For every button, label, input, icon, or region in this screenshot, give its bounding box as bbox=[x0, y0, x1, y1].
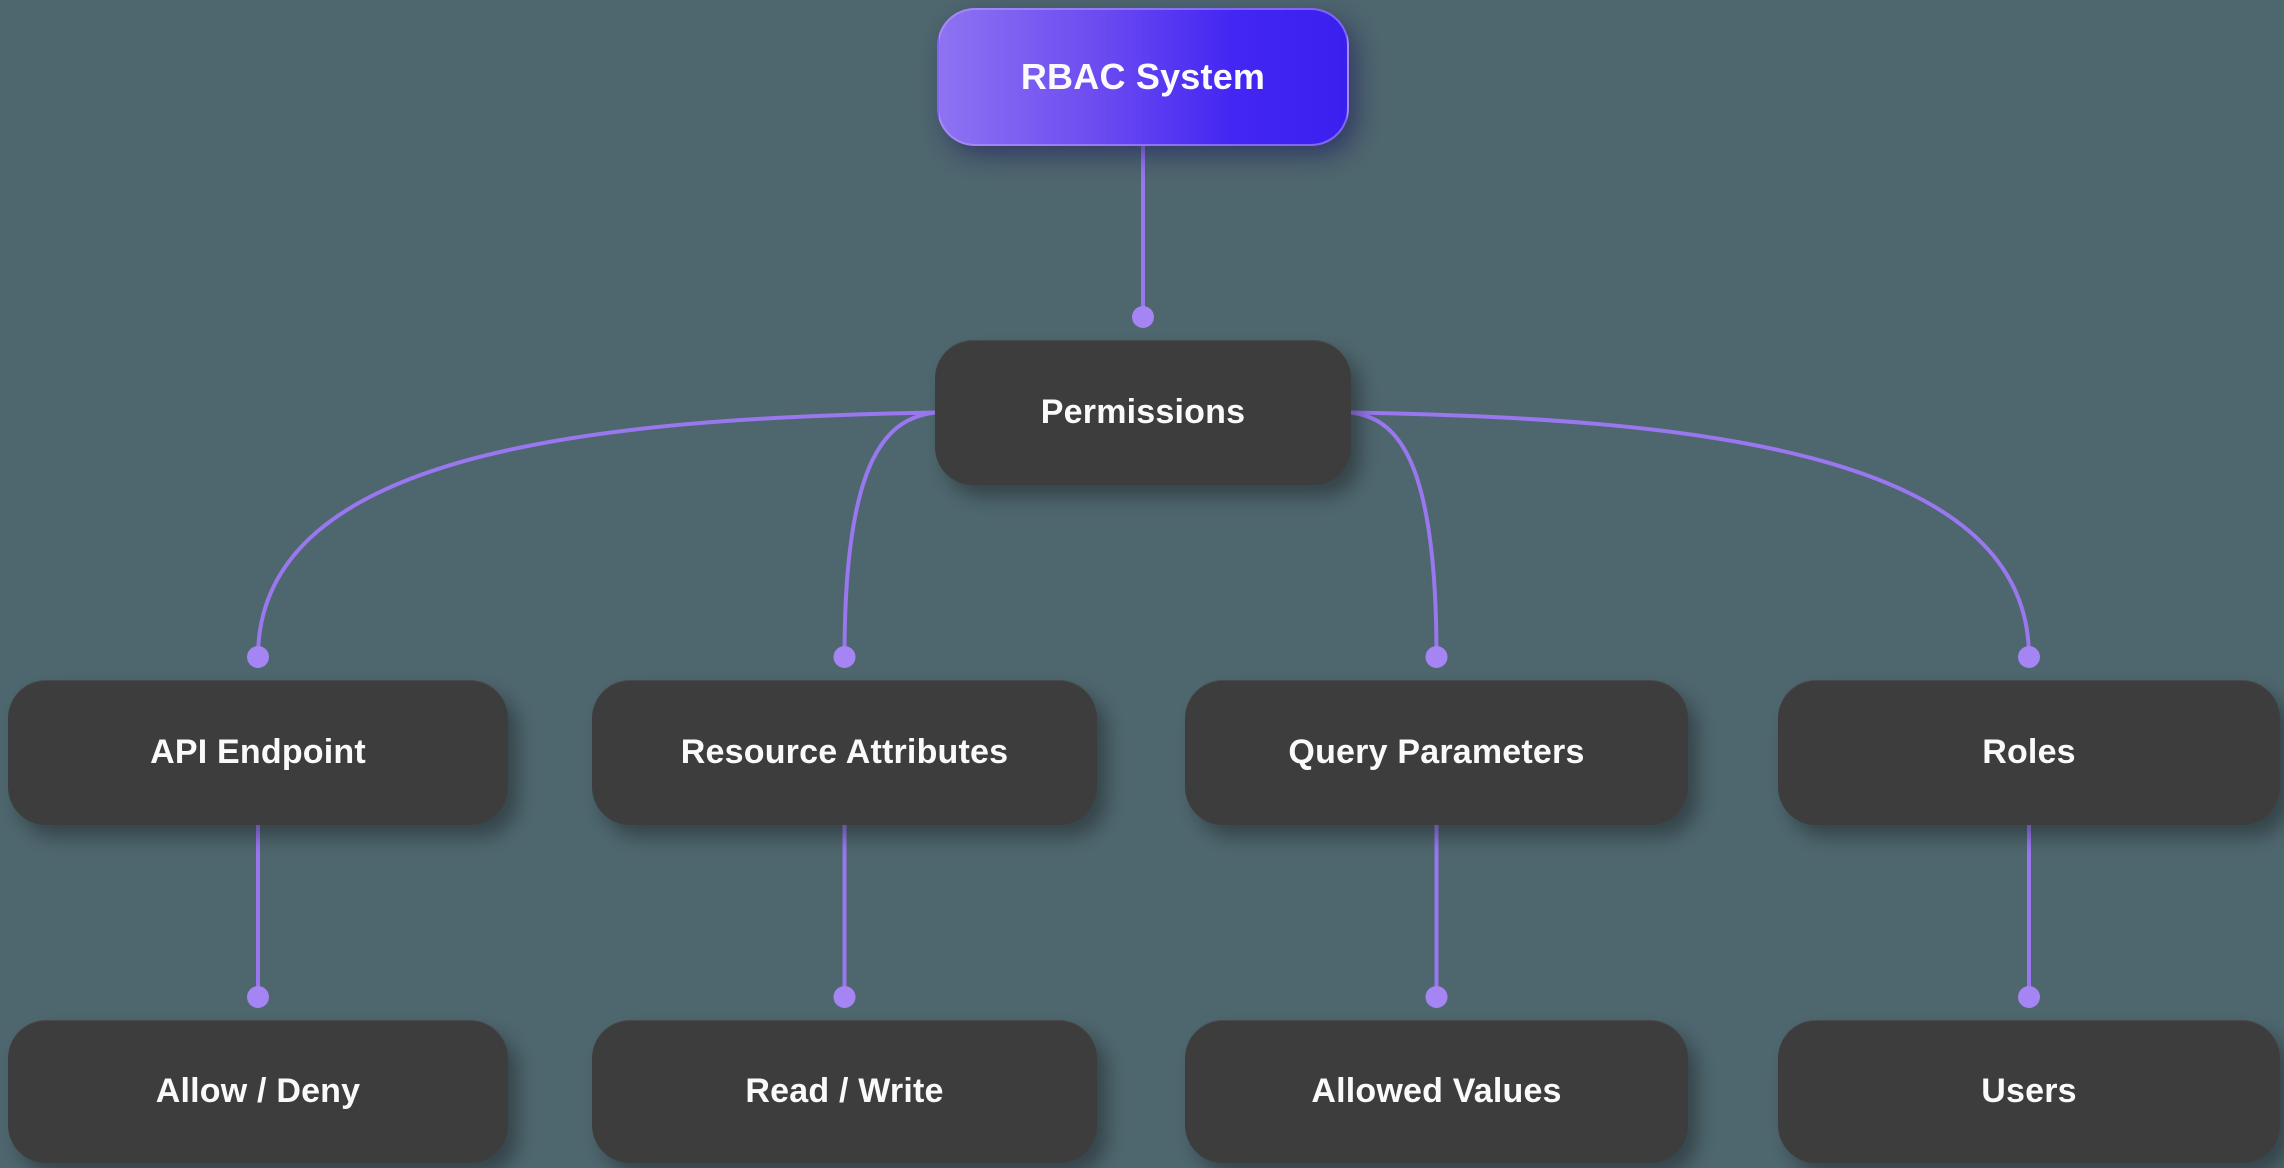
node-label: Read / Write bbox=[745, 1072, 944, 1110]
connection-dot bbox=[247, 646, 269, 668]
node-label: Allow / Deny bbox=[155, 1072, 361, 1110]
edge-permissions-query bbox=[1350, 410, 1439, 658]
edge-permissions-api bbox=[256, 410, 936, 658]
connection-dot bbox=[833, 986, 856, 1008]
node-permissions[interactable]: Permissions bbox=[935, 340, 1351, 485]
node-label: RBAC System bbox=[1020, 56, 1266, 97]
connection-dot bbox=[2018, 646, 2040, 668]
connection-dot bbox=[833, 646, 856, 668]
node-label: Resource Attributes bbox=[680, 733, 1009, 771]
node-resource-attributes[interactable]: Resource Attributes bbox=[592, 680, 1097, 825]
node-label: Roles bbox=[1982, 733, 2076, 771]
node-label: API Endpoint bbox=[150, 733, 366, 771]
node-label: Users bbox=[1981, 1072, 2077, 1110]
node-users[interactable]: Users bbox=[1778, 1020, 2280, 1163]
connection-dot bbox=[1425, 986, 1448, 1008]
node-read-write[interactable]: Read / Write bbox=[592, 1020, 1097, 1163]
edge-permissions-resource bbox=[842, 410, 936, 658]
connection-dot bbox=[247, 986, 269, 1008]
edge-permissions-roles bbox=[1350, 410, 2031, 658]
node-label: Permissions bbox=[1040, 393, 1246, 431]
node-api-endpoint[interactable]: API Endpoint bbox=[8, 680, 508, 825]
connection-dot bbox=[2018, 986, 2040, 1008]
node-allowed-values[interactable]: Allowed Values bbox=[1185, 1020, 1688, 1163]
node-allow-deny[interactable]: Allow / Deny bbox=[8, 1020, 508, 1163]
node-label: Query Parameters bbox=[1288, 733, 1585, 771]
connection-dot bbox=[1132, 306, 1154, 328]
node-label: Allowed Values bbox=[1311, 1072, 1562, 1110]
connection-dot bbox=[1425, 646, 1448, 668]
node-roles[interactable]: Roles bbox=[1778, 680, 2280, 825]
node-rbac-system[interactable]: RBAC System bbox=[937, 8, 1349, 146]
node-query-parameters[interactable]: Query Parameters bbox=[1185, 680, 1688, 825]
